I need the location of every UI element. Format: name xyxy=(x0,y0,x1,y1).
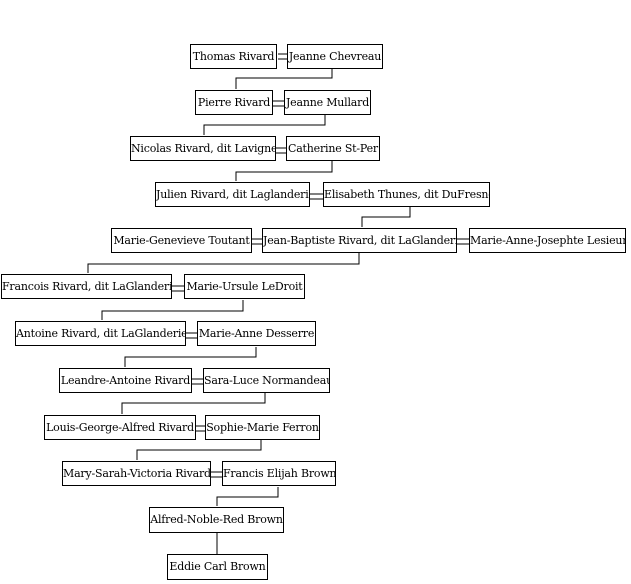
person-francois-rivard: Francois Rivard, dit LaGlanderie xyxy=(1,274,172,299)
person-julien-rivard: Julien Rivard, dit Laglanderie xyxy=(155,182,310,207)
person-leandre-antoine-rivard: Leandre-Antoine Rivard xyxy=(59,368,192,393)
person-jean-baptiste-rivard: Jean-Baptiste Rivard, dit LaGlanderie xyxy=(262,228,457,253)
person-louis-george-alfred-rivard: Louis-George-Alfred Rivard xyxy=(44,415,196,440)
person-jeanne-mullard: Jeanne Mullard xyxy=(284,90,371,115)
person-sara-luce-normandeau: Sara-Luce Normandeau xyxy=(203,368,330,393)
person-antoine-rivard: Antoine Rivard, dit LaGlanderie xyxy=(15,321,186,346)
person-marie-genevieve-toutant: Marie-Genevieve Toutant xyxy=(111,228,252,253)
person-pierre-rivard: Pierre Rivard xyxy=(195,90,273,115)
person-eddie-carl-brown: Eddie Carl Brown xyxy=(167,554,268,580)
person-elisabeth-thunes: Elisabeth Thunes, dit DuFresne xyxy=(323,182,490,207)
person-alfred-noble-red-brown: Alfred-Noble-Red Brown xyxy=(149,507,284,533)
person-francis-elijah-brown: Francis Elijah Brown xyxy=(222,461,336,486)
person-marie-ursule-ledroit: Marie-Ursule LeDroit xyxy=(184,274,305,299)
person-nicolas-rivard: Nicolas Rivard, dit Lavigne xyxy=(130,136,276,161)
person-thomas-rivard: Thomas Rivard xyxy=(190,44,277,69)
person-marie-anne-josephte-lesieur: Marie-Anne-Josephte Lesieur xyxy=(469,228,626,253)
person-jeanne-chevreau: Jeanne Chevreau xyxy=(287,44,383,69)
person-sophie-marie-ferron: Sophie-Marie Ferron xyxy=(205,415,320,440)
person-marie-anne-desserre: Marie-Anne Desserre xyxy=(197,321,316,346)
person-catherine-st-per: Catherine St-Per xyxy=(286,136,380,161)
person-mary-sarah-victoria-rivard: Mary-Sarah-Victoria Rivard xyxy=(62,461,211,486)
